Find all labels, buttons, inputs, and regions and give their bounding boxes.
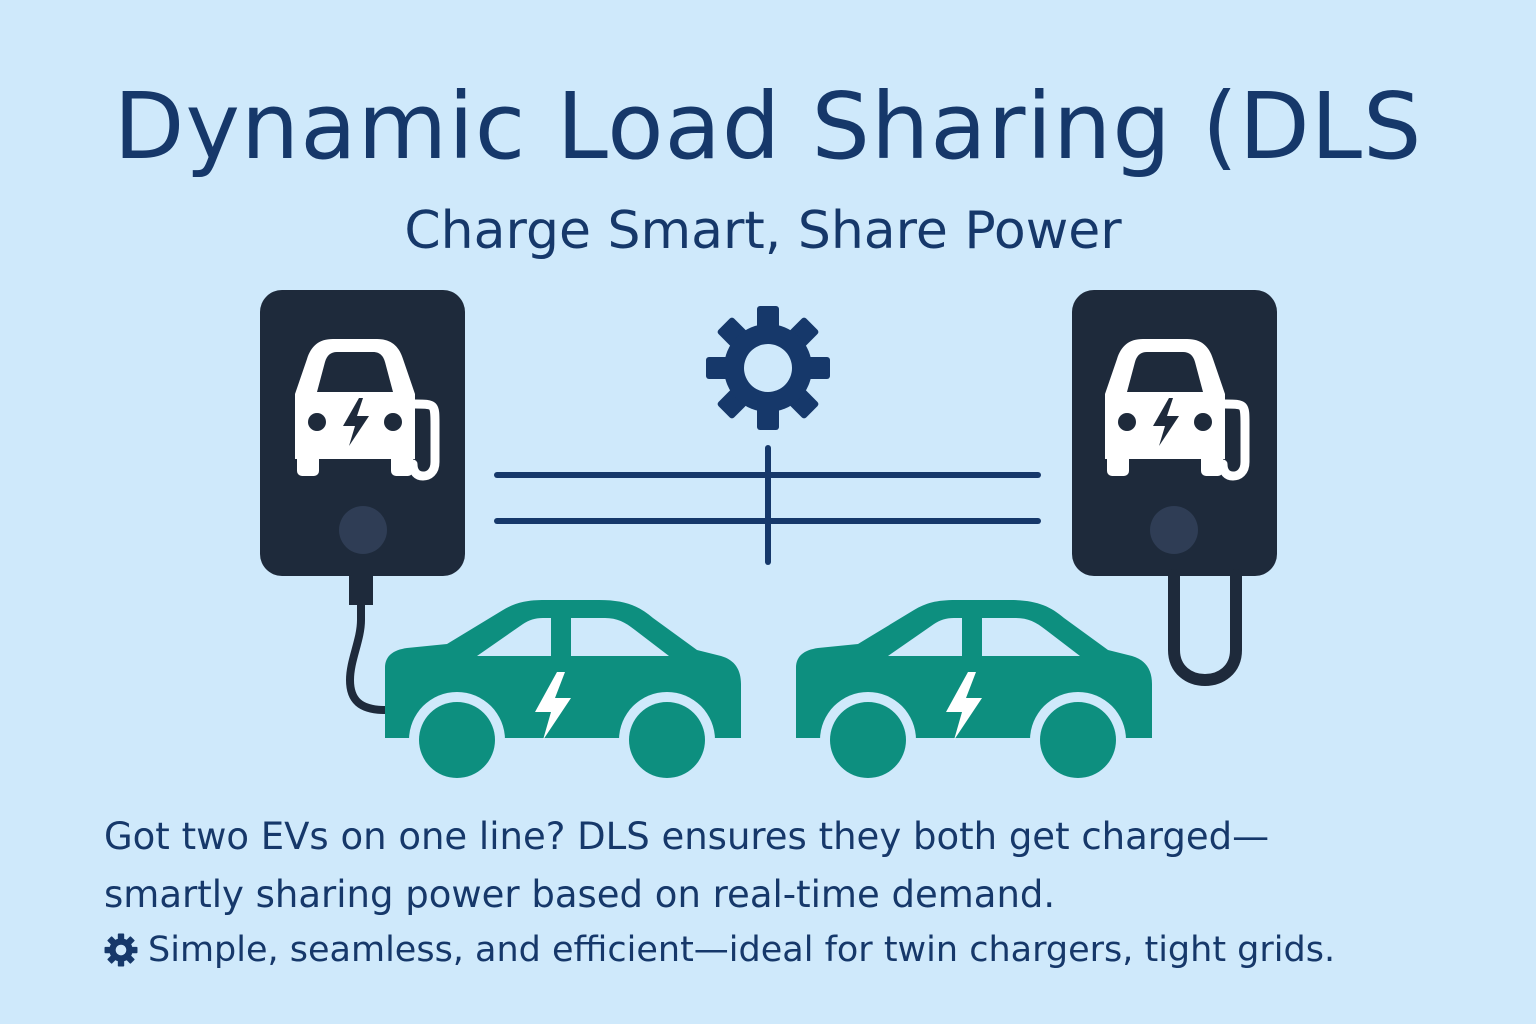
description-line-2: smartly sharing power based on real-time… bbox=[104, 873, 1056, 916]
page-subtitle: Charge Smart, Share Power bbox=[404, 201, 1122, 261]
right-charger bbox=[1072, 290, 1277, 686]
left-charger bbox=[260, 290, 465, 714]
charger-button bbox=[1150, 506, 1198, 554]
feature-note: Simple, seamless, and efficient—ideal fo… bbox=[104, 930, 1484, 970]
charging-cable bbox=[345, 600, 389, 714]
charging-cable bbox=[1168, 569, 1242, 686]
page-title: Dynamic Load Sharing (DLS bbox=[113, 73, 1423, 180]
power-lines bbox=[494, 445, 1041, 565]
feature-note-text: Simple, seamless, and efficient—ideal fo… bbox=[148, 930, 1336, 970]
charger-button bbox=[339, 506, 387, 554]
electric-car-left bbox=[385, 600, 741, 788]
description: Got two EVs on one line? DLS ensures the… bbox=[104, 808, 1464, 924]
electric-car-right bbox=[796, 600, 1152, 788]
gear-icon bbox=[104, 933, 138, 967]
gear-icon bbox=[706, 306, 830, 430]
description-line-1: Got two EVs on one line? DLS ensures the… bbox=[104, 815, 1270, 858]
